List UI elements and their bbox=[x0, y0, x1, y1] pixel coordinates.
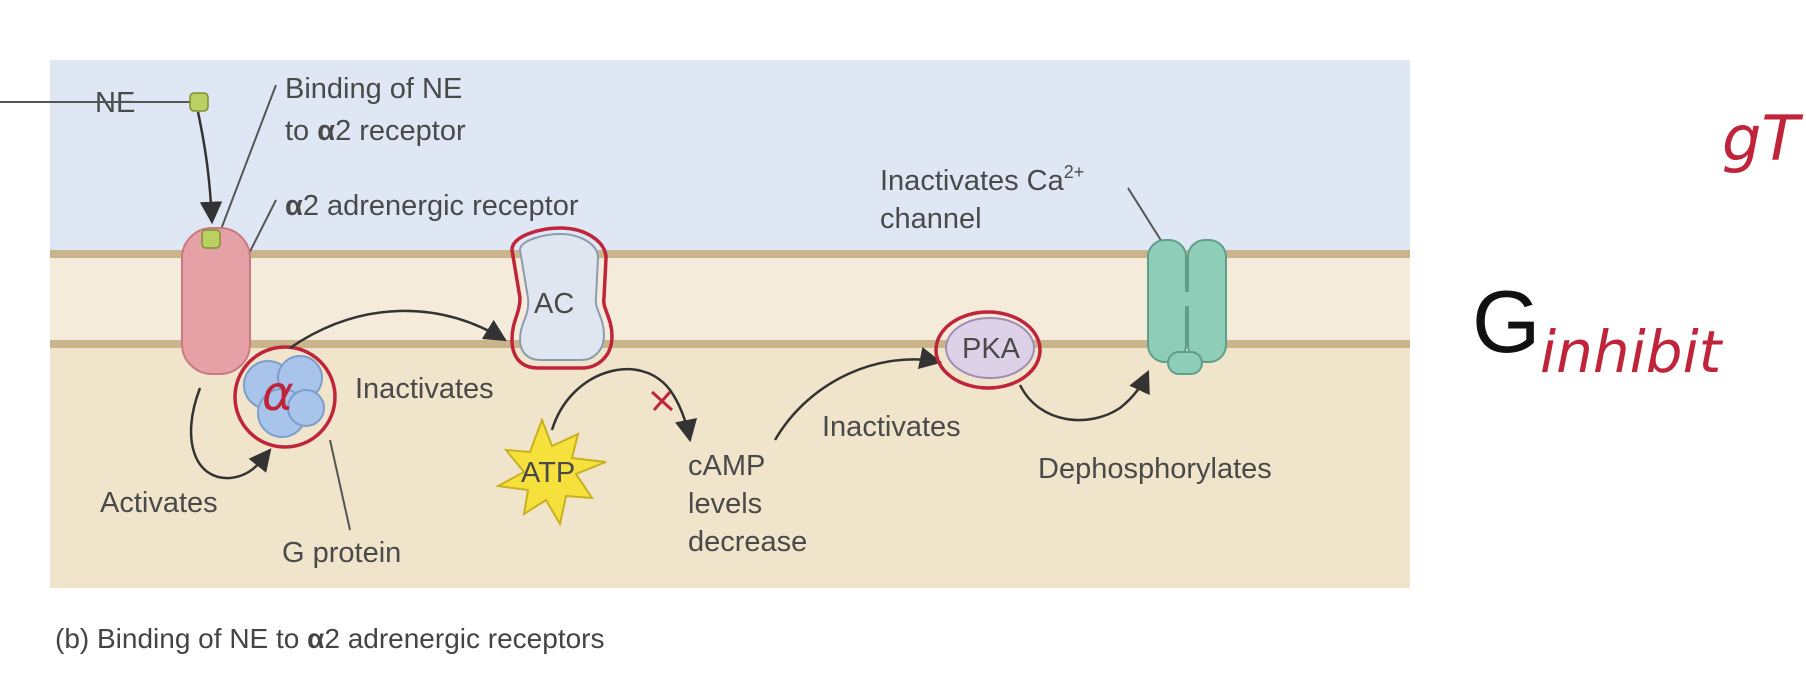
ac-highlight-outline bbox=[510, 226, 614, 370]
caption-prefix: (b) Binding of NE to bbox=[55, 623, 307, 654]
g-protein: α G protein bbox=[233, 345, 401, 569]
pka-body bbox=[945, 317, 1035, 379]
ca-channel-label-line1: Inactivates Ca2+ bbox=[880, 162, 1084, 197]
handwritten-g-alpha-top: gT bbox=[1722, 102, 1803, 175]
caption-suffix: 2 adrenergic receptors bbox=[324, 623, 604, 654]
blocked-cross-mark bbox=[650, 390, 674, 412]
extracellular-space bbox=[50, 60, 1410, 252]
binding-label-to: to bbox=[285, 115, 317, 147]
atp-molecule: ATP bbox=[494, 417, 607, 527]
g-protein-alpha-handwritten: α bbox=[262, 366, 294, 422]
binding-label-receptor: 2 receptor bbox=[335, 115, 466, 147]
atp-to-camp-path bbox=[550, 367, 698, 443]
binding-label-line2: to α2 receptor bbox=[285, 115, 466, 147]
dephosphorylates-label: Dephosphorylates bbox=[1038, 453, 1272, 485]
alpha-symbol: α bbox=[317, 115, 335, 147]
channel-bridge bbox=[1176, 292, 1198, 306]
ca-superscript: 2+ bbox=[1064, 162, 1085, 182]
ca-channel-label-line2: channel bbox=[880, 203, 982, 235]
g-protein-highlight-circle bbox=[233, 345, 337, 449]
atp-starburst bbox=[494, 417, 607, 527]
ne-ligand: NE bbox=[0, 87, 223, 225]
activates-path bbox=[189, 387, 272, 480]
pka-highlight-outline bbox=[934, 310, 1042, 390]
channel-pore-bottom bbox=[1167, 351, 1203, 375]
alpha-symbol: α bbox=[307, 623, 324, 654]
alpha2-receptor: α2 adrenergic receptor bbox=[181, 190, 579, 375]
atp-to-camp-arrow bbox=[550, 367, 698, 443]
calcium-channel: Inactivates Ca2+ channel bbox=[880, 162, 1227, 375]
receptor-bound-ne bbox=[201, 229, 221, 249]
ne-binding-arrow bbox=[196, 111, 223, 225]
binding-label-line1: Binding of NE bbox=[285, 73, 462, 105]
g-protein-leader bbox=[329, 439, 351, 531]
camp-label: cAMP levels decrease bbox=[688, 450, 807, 558]
ca-channel-leader bbox=[1127, 187, 1163, 243]
inactivates-pka-arrow: Inactivates bbox=[773, 347, 961, 443]
adenylyl-cyclase: AC bbox=[510, 226, 614, 370]
alpha-symbol: α bbox=[285, 190, 303, 222]
figure-caption: (b) Binding of NE to α2 adrenergic recep… bbox=[55, 623, 605, 654]
inactivates-ca-text: Inactivates Ca bbox=[880, 165, 1065, 197]
g-protein-label: G protein bbox=[282, 537, 401, 569]
ne-ligand-dot bbox=[189, 92, 209, 112]
protein-kinase-a: PKA bbox=[934, 310, 1042, 390]
dephosphorylates-arrow: Dephosphorylates bbox=[1018, 369, 1272, 485]
inactivates-label-1: Inactivates bbox=[355, 373, 494, 405]
dephosphorylates-path bbox=[1018, 369, 1150, 422]
inactivates-label-2: Inactivates bbox=[822, 411, 961, 443]
pka-label: PKA bbox=[962, 333, 1021, 365]
membrane-inner-edge bbox=[50, 340, 1410, 348]
inactivates-ac-path bbox=[289, 309, 507, 350]
membrane-outer-edge bbox=[50, 250, 1410, 258]
g-inhibit-subscript: inhibit bbox=[1540, 318, 1724, 386]
receptor-label-text: 2 adrenergic receptor bbox=[303, 190, 579, 222]
atp-label: ATP bbox=[521, 457, 575, 489]
inactivates-ac-arrow: Inactivates bbox=[289, 309, 507, 405]
camp-line2: levels bbox=[688, 488, 762, 520]
g-letter: G bbox=[1472, 272, 1540, 371]
activates-arrow: Activates bbox=[100, 387, 272, 519]
inactivates-pka-path bbox=[773, 347, 943, 441]
handwritten-annotation: gT G inhibit bbox=[1472, 102, 1803, 386]
camp-line3: decrease bbox=[688, 526, 807, 558]
activates-label: Activates bbox=[100, 487, 218, 519]
g-protein-subunit bbox=[287, 389, 325, 427]
binding-leader bbox=[219, 84, 277, 233]
ac-label: AC bbox=[534, 288, 574, 320]
camp-line1: cAMP bbox=[688, 450, 765, 482]
binding-label: Binding of NE to α2 receptor bbox=[219, 73, 466, 233]
ac-body bbox=[518, 232, 606, 361]
receptor-label: α2 adrenergic receptor bbox=[285, 190, 579, 222]
receptor-body bbox=[181, 227, 251, 375]
